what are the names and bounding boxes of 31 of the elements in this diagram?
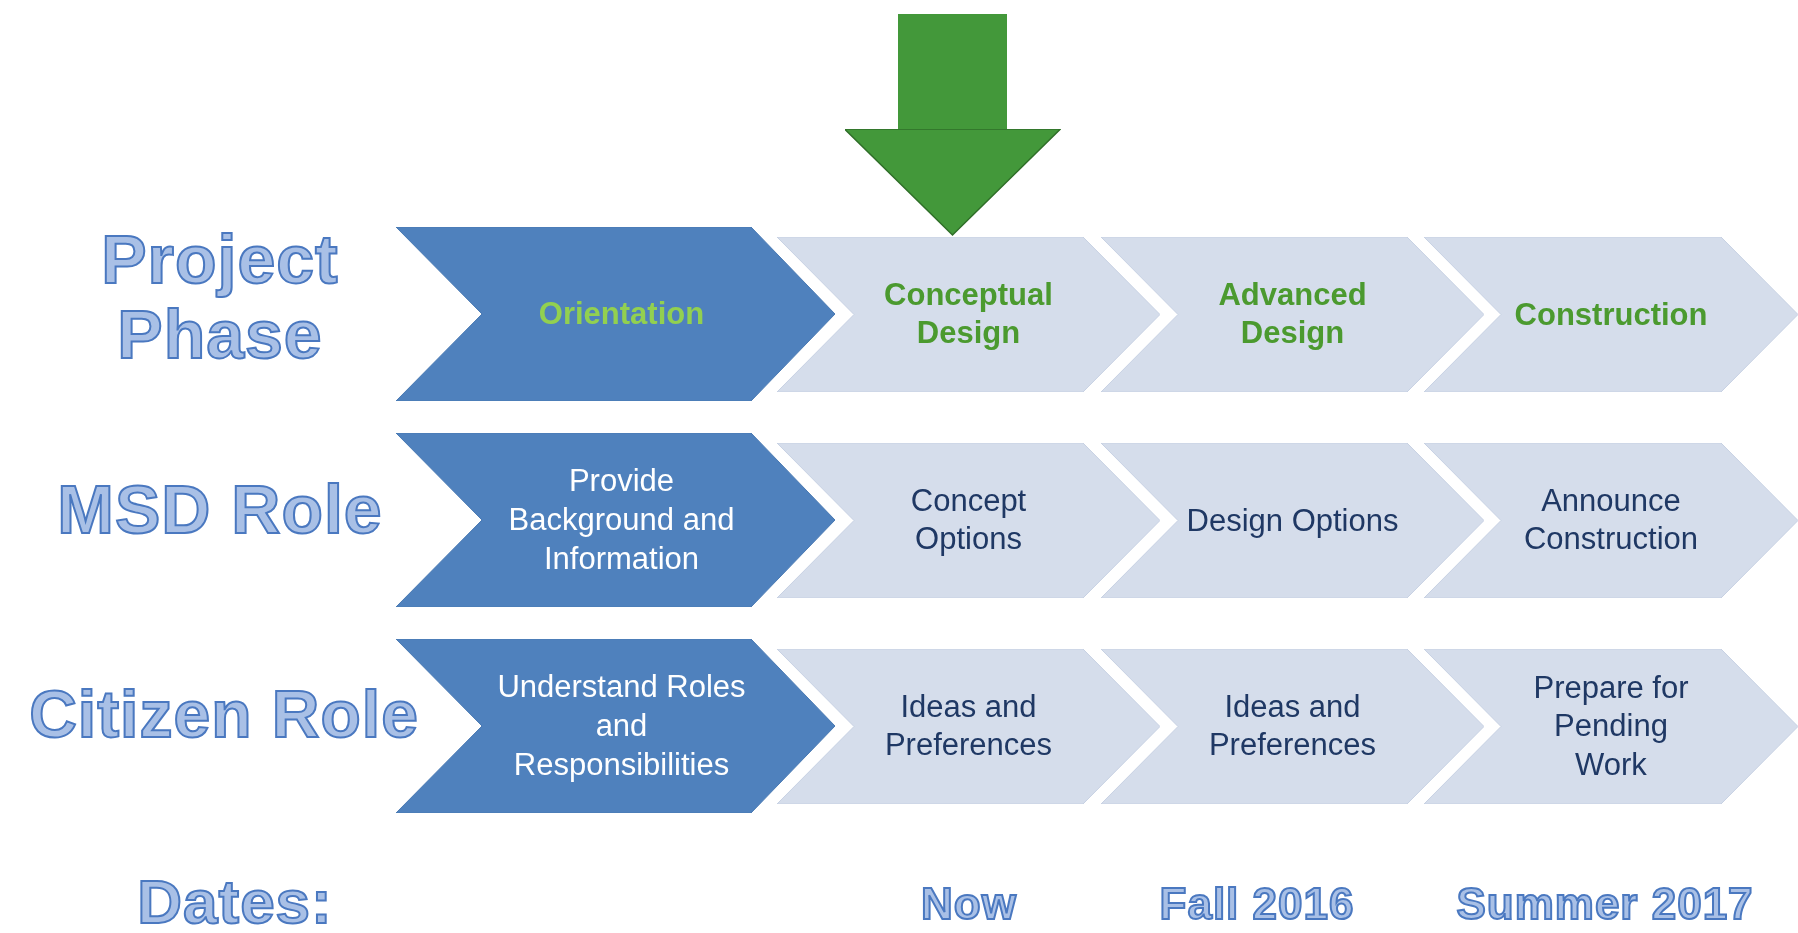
role-text: Provide Background and Information bbox=[507, 461, 736, 578]
row-heading: Project Phase bbox=[100, 222, 340, 372]
chevron-step bbox=[1101, 443, 1484, 598]
row-heading: MSD Role bbox=[56, 472, 384, 547]
chevron-step bbox=[1101, 649, 1484, 804]
row-heading: Citizen Role bbox=[28, 678, 420, 751]
date-label: Now bbox=[920, 880, 1018, 929]
date-label: Summer 2017 bbox=[1455, 880, 1755, 929]
role-text: Prepare for Pending Work bbox=[1532, 668, 1690, 784]
chevron-step bbox=[1424, 237, 1798, 392]
phase-title: Orientation bbox=[537, 294, 706, 333]
date-label: Fall 2016 bbox=[1158, 880, 1356, 929]
role-text: Ideas and Preferences bbox=[1207, 687, 1378, 765]
chevron-step bbox=[1424, 649, 1798, 804]
chevron-step bbox=[1424, 443, 1798, 598]
chevron-step bbox=[1101, 237, 1484, 392]
chevron-stage bbox=[396, 433, 835, 607]
role-text: Announce Construction bbox=[1523, 481, 1699, 559]
role-text: Understand Roles and Responsibilities bbox=[496, 667, 747, 784]
phase-title: Advanced Design bbox=[1217, 275, 1368, 353]
phase-title: Conceptual Design bbox=[883, 275, 1054, 353]
role-text: Design Options bbox=[1185, 501, 1400, 540]
chevron-step bbox=[777, 649, 1160, 804]
role-text: Concept Options bbox=[909, 481, 1028, 559]
chevron-stage bbox=[396, 227, 835, 401]
chevron-step bbox=[777, 237, 1160, 392]
phase-title: Construction bbox=[1513, 295, 1709, 334]
chevron-step bbox=[777, 443, 1160, 598]
row-heading: Dates: bbox=[136, 868, 334, 933]
role-text: Ideas and Preferences bbox=[883, 687, 1054, 765]
arrow bbox=[843, 14, 1062, 236]
